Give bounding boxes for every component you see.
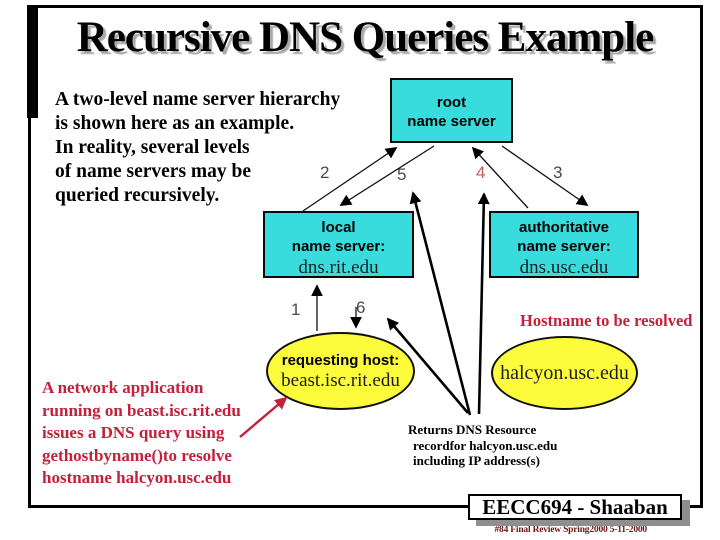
intro-line: In reality, several levels <box>55 137 250 158</box>
step-label-3: 3 <box>553 163 563 182</box>
app-note-line: hostname halcyon.usc.edu <box>42 468 232 487</box>
intro-text: A two-level name server hierarchy is sho… <box>55 88 340 208</box>
authoritative-name-server-box: authoritative name server: dns.usc.edu <box>489 211 639 278</box>
returns-note-line: Returns DNS Resource <box>408 422 537 437</box>
requesting-host-ellipse: requesting host: beast.isc.rit.edu <box>266 332 415 410</box>
hostname-to-resolve-note: Hostname to be resolved <box>520 311 693 330</box>
requesting-host-domain: beast.isc.rit.edu <box>281 370 400 391</box>
requesting-host-label: requesting host: <box>281 352 400 369</box>
pointer-returns-to-step5 <box>409 191 472 416</box>
arrow-step3-root-to-auth <box>501 145 589 207</box>
target-host-ellipse: halcyon.usc.edu <box>491 336 638 410</box>
arrow-step5-root-to-local <box>339 145 435 206</box>
course-footer-box: EECC694 - Shaaban <box>468 494 682 520</box>
network-app-note: A network application running on beast.i… <box>42 377 241 490</box>
root-name-server-box: root name server <box>390 78 513 143</box>
auth-box-domain: dns.usc.edu <box>519 257 609 278</box>
intro-line: is shown here as an example. <box>55 113 295 134</box>
target-host-domain: halcyon.usc.edu <box>500 362 629 384</box>
step-label-5: 5 <box>397 165 407 184</box>
local-name-server-box: local name server: dns.rit.edu <box>263 211 414 278</box>
returns-note-line: recordfor halcyon.usc.edu <box>413 437 558 453</box>
returns-record-note: Returns DNS Resource recordfor halcyon.u… <box>408 422 557 469</box>
course-footer-text: EECC694 - Shaaban <box>482 495 668 519</box>
root-box-label: root <box>436 94 467 111</box>
arrow-step4-auth-to-root <box>471 146 529 209</box>
app-note-line: gethostbyname()to resolve <box>42 445 232 465</box>
step-label-1: 1 <box>291 300 301 319</box>
auth-box-label: authoritative <box>518 219 609 236</box>
intro-line: queried recursively. <box>55 185 220 206</box>
app-note-line: issues a DNS query using <box>42 423 225 442</box>
root-box-label: name server <box>407 113 496 130</box>
step-label-4: 4 <box>476 163 486 182</box>
footer-meta-text: #84 Final Review Spring2000 5-11-2000 <box>494 525 647 535</box>
app-note-line: running on beast.isc.rit.edu <box>42 400 241 420</box>
app-note-line: A network application <box>42 378 204 397</box>
local-box-label: name server: <box>291 238 386 255</box>
arrow-step2-local-to-root <box>302 147 398 212</box>
intro-line: A two-level name server hierarchy <box>55 89 341 110</box>
slide-title: Recursive DNS Queries Example <box>76 14 655 61</box>
pointer-appnote-to-host <box>239 396 288 438</box>
local-box-domain: dns.rit.edu <box>298 257 379 278</box>
step-label-2: 2 <box>320 163 330 182</box>
intro-line: of name servers may be <box>55 161 252 182</box>
auth-box-label: name server: <box>517 238 611 255</box>
returns-note-line: including IP address(s) <box>413 453 540 468</box>
local-box-label: local <box>321 219 356 236</box>
pointer-returns-to-step6 <box>386 317 469 414</box>
pointer-returns-to-step4 <box>477 192 490 415</box>
title-left-accent-bar <box>27 5 38 118</box>
step-label-6: 6 <box>356 298 366 317</box>
